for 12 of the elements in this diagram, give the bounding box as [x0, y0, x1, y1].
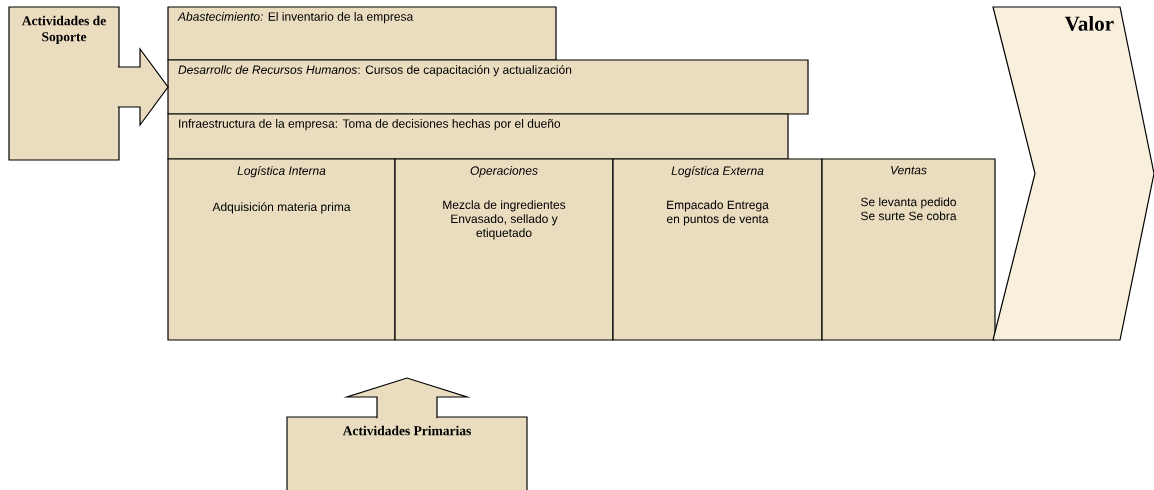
value-chevron: Valor: [992, 6, 1154, 341]
activity-band: Desarrollc de Recursos Humanos: Cursos de capacitación y actualización: [167, 59, 809, 115]
activity-band: Infraestructura de la empresa: Toma de decisiones hechas por el dueño: [167, 113, 789, 160]
activity-box: Logística Externa Empacado Entrega en puntos de venta: [612, 158, 823, 341]
callout-box: Actividades de Soporte: [8, 6, 120, 161]
block-arrow: [117, 47, 169, 127]
callout-box: Actividades Primarias: [286, 416, 528, 490]
block-arrow: [343, 377, 471, 419]
activity-band: Abastecimiento: El inventario de la empresa: [167, 6, 557, 61]
activity-box: Logística Interna Adquisición materia prima: [167, 158, 396, 341]
activity-box: Ventas Se levanta pedido Se surte Se cobra: [821, 158, 996, 341]
activity-box: Operaciones Mezcla de ingredientes Envasado, sellado y etiquetado: [394, 158, 614, 341]
